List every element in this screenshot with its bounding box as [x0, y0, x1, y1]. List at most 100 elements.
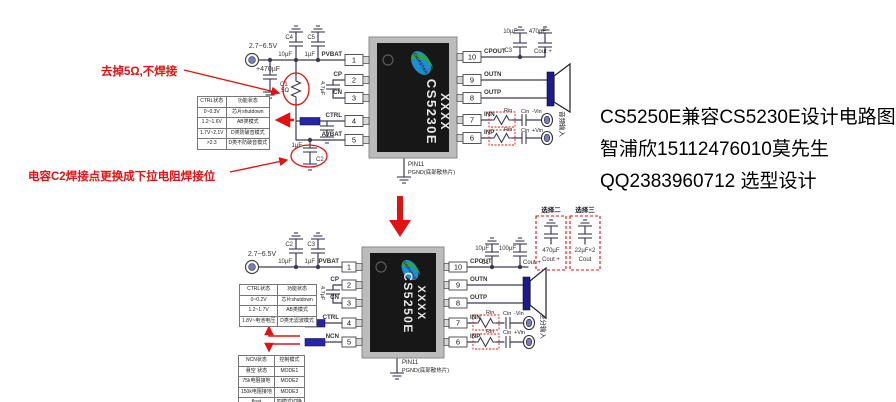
bottom-right-pins: 10 CPOUT 9 OUTN 8 OUTP 7 INN: [443, 258, 492, 348]
annotation-leader-line: [229, 157, 289, 173]
cout-value: 470µF: [529, 29, 546, 35]
table-cell: AB类模式: [225, 117, 271, 129]
pin1-indicator: [382, 54, 394, 66]
table-cell: 功能状态: [225, 96, 271, 108]
table-cell: 四模式切换: [273, 397, 305, 402]
c3-name: C3: [504, 48, 512, 54]
down-arrow-icon: [389, 196, 411, 237]
svg-text:6: 6: [470, 134, 474, 143]
pin-9-outn: 9 OUTN: [456, 71, 502, 86]
ground-icon: [288, 25, 304, 33]
top-circuit: 2.7~6.5V +470µF C1 5Ω C4 10µF C5 1µF 4.7…: [183, 25, 571, 184]
c4-name: C4: [285, 35, 293, 41]
audio-input-terminals: [522, 315, 536, 350]
rin-option-box: [488, 129, 516, 146]
table-cell: D类不防破音模式: [225, 138, 271, 150]
pin-1-pvbat: 1 PVBAT: [318, 258, 363, 273]
pin-3-cn: 3 CN: [330, 294, 363, 309]
r5-value: 5Ω: [281, 88, 289, 94]
svg-text:10: 10: [454, 263, 462, 272]
pin1-indicator: [375, 261, 387, 273]
svg-text:8: 8: [470, 94, 474, 103]
c1-name: C1: [280, 82, 288, 88]
speaker-icon: [546, 62, 571, 114]
svg-text:8: 8: [456, 299, 460, 308]
vin-neg-label: -Vin: [532, 109, 542, 115]
power-voltage-label: 2.7~6.5V: [249, 43, 278, 50]
highlight-circle-5ohm: [282, 72, 310, 106]
svg-text:CP: CP: [330, 276, 339, 283]
option2-value: 470µF: [542, 248, 559, 254]
ground-icon: [543, 219, 559, 227]
cin-label: Cin: [503, 330, 511, 336]
pin-8-outp: 8 OUTP: [443, 294, 487, 309]
resistor-rin-inn: [491, 114, 513, 126]
c3-value: 10µF: [503, 29, 517, 35]
power-input-terminal: 2.7~6.5V: [244, 251, 277, 275]
chipstar-logo-icon: CHIPSTAR: [411, 51, 434, 75]
annotation-replace-capacitor: 电容C2焊接点更换成下拉电阻焊接位: [28, 171, 216, 183]
table-cell: D类防破音模式: [225, 127, 271, 139]
svg-text:AVBAT: AVBAT: [322, 131, 343, 138]
top-right-pins: 10 CPOUT 9 OUTN 8 OUTP 7 INN: [456, 48, 506, 144]
svg-text:OUTN: OUTN: [470, 276, 488, 283]
rin-label: Rin: [486, 310, 494, 316]
cpcn-value: 4.7µF: [319, 286, 325, 301]
svg-text:9: 9: [470, 76, 474, 85]
c2-value: 1µF: [292, 143, 303, 149]
pin-5-ncn: 5 NCN: [326, 333, 363, 348]
ctrl-mode-table-top: CTRL状态 功能状态 0~0.3V 芯片shutdown 1.2~1.6V A…: [197, 96, 271, 150]
ground-icon: [396, 176, 412, 184]
annotation-remove-resistor: 去掉5Ω,不焊接: [101, 66, 178, 78]
ground-icon: [288, 232, 304, 240]
ncn-pad-resistor: [304, 338, 326, 347]
rin-label: Rin: [504, 108, 512, 114]
table-cell: 悬空 状态: [238, 365, 275, 377]
svg-text:7: 7: [456, 319, 460, 328]
annotation-leader-line: [183, 69, 281, 96]
table-cell: 0~0.3V: [197, 106, 227, 118]
table-cell: 1.2~1.6V: [197, 117, 227, 129]
rin-option-box: [472, 333, 500, 350]
svg-text:NCN: NCN: [326, 333, 340, 340]
chip-part-number: CS5250E: [401, 272, 415, 334]
cpcn-value: 4.7µF: [319, 81, 325, 96]
svg-text:PVBAT: PVBAT: [321, 51, 342, 58]
rin-label: Rin: [486, 329, 494, 335]
table-cell: 0~0.2V: [238, 294, 279, 306]
table-row: 1.2~1.6V AB类模式: [197, 117, 271, 129]
bottom-left-pins: 1 PVBAT 2 CP 3 CN 4 CTRL: [318, 258, 363, 348]
svg-text:CPOUT: CPOUT: [484, 48, 506, 55]
bottom-red-annotations: [264, 325, 300, 353]
cin-label: Cin: [521, 128, 529, 134]
svg-text:4: 4: [352, 117, 356, 126]
option2-cap-name: Cout +: [542, 257, 560, 263]
cout-name: Cout +: [534, 49, 552, 55]
table-cell: float: [238, 397, 275, 402]
pin-6-inp: 6 INP: [443, 333, 480, 348]
c1-value: 10µF: [475, 246, 489, 252]
cin-label: Cin: [521, 109, 529, 115]
top-junctions: [267, 54, 523, 143]
cout-value: 100µF: [499, 246, 516, 252]
chip-part-suffix: XXXX: [415, 285, 427, 320]
svg-text:5: 5: [352, 136, 356, 145]
table-cell: MODE2: [273, 376, 305, 388]
pin-6-inp: 6 INP: [456, 129, 494, 144]
table-cell: 150k电阻接地: [238, 386, 275, 398]
pgnd-note: PGND(底部散热片): [408, 168, 455, 176]
ground-icon: [310, 25, 326, 33]
vin-neg-label: -Vin: [514, 311, 524, 317]
power-voltage-label: 2.7~6.5V: [248, 251, 277, 258]
svg-text:OUTN: OUTN: [484, 71, 502, 78]
speaker-icon: [522, 266, 547, 320]
table-cell: CTRL状态: [238, 284, 279, 296]
rin-option-box: [488, 111, 516, 128]
table-row: CTRL状态 功能状态: [238, 284, 317, 296]
option3-label: 选择三: [575, 205, 595, 214]
svg-text:CN: CN: [333, 89, 342, 96]
ncn-table-arrow: [264, 342, 300, 353]
contact-qq-text: QQ2383960712 选型设计: [600, 171, 817, 192]
